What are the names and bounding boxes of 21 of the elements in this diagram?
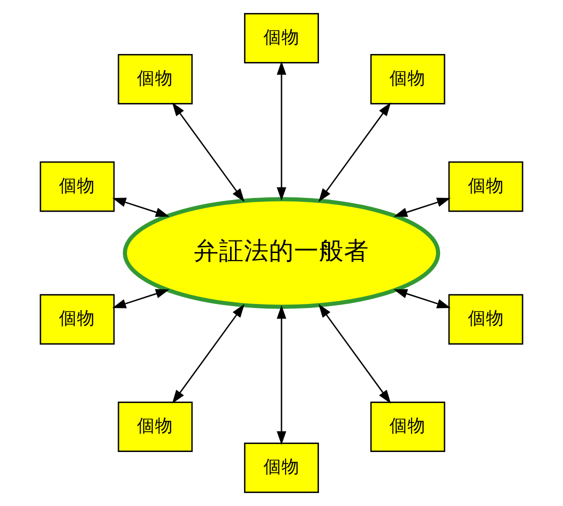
node-box: 個物 xyxy=(244,442,319,493)
arrow xyxy=(318,102,391,202)
arrow xyxy=(172,102,244,202)
arrow xyxy=(276,305,286,445)
node-ellipse: 弁証法的一般者 xyxy=(122,197,440,309)
node-box: 個物 xyxy=(118,54,193,104)
node-box: 個物 xyxy=(370,402,446,452)
arrow xyxy=(112,198,170,217)
arrow xyxy=(172,304,244,404)
node-box: 個物 xyxy=(40,294,115,345)
node-box: 個物 xyxy=(244,13,319,64)
arrow xyxy=(394,198,451,217)
arrow xyxy=(112,289,170,308)
node-box: 個物 xyxy=(40,161,115,212)
arrow xyxy=(318,304,391,404)
arrow xyxy=(276,61,286,201)
node-box: 個物 xyxy=(370,54,446,104)
node-box: 個物 xyxy=(448,294,524,345)
node-box: 個物 xyxy=(118,402,193,452)
node-box: 個物 xyxy=(448,161,524,212)
arrow xyxy=(394,289,451,308)
